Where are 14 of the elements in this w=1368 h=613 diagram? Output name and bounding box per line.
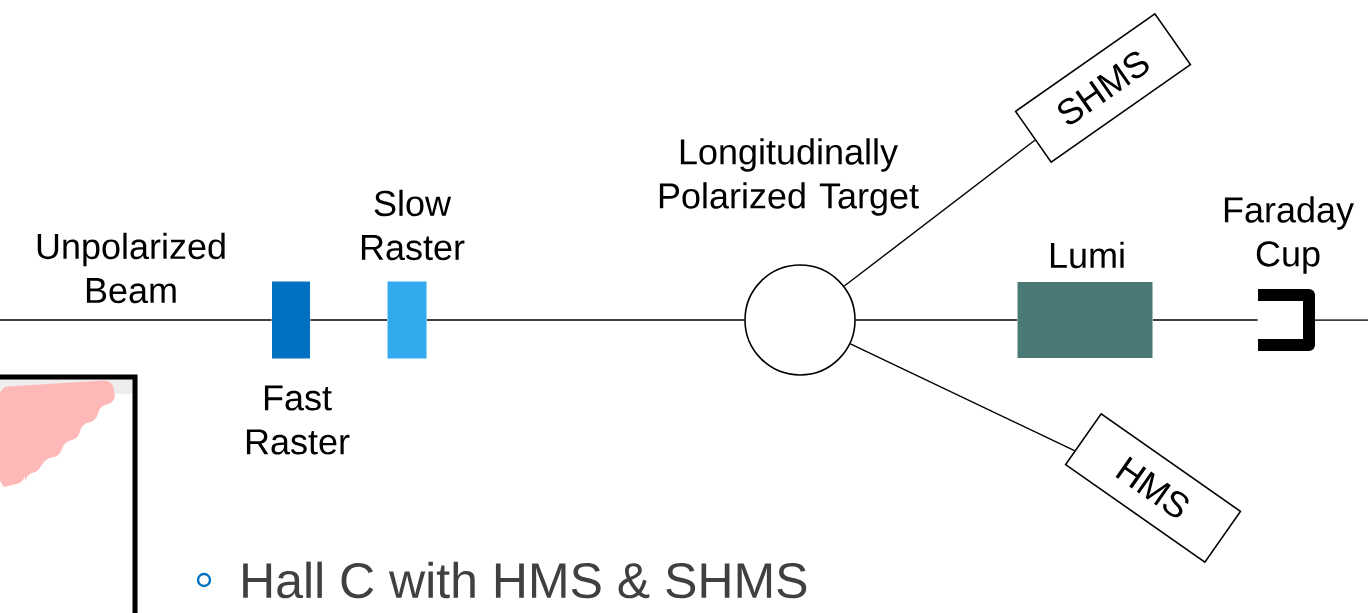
beam-line xyxy=(309,319,388,321)
beam-line xyxy=(849,343,1076,452)
beam-line xyxy=(1152,319,1259,321)
bullet-text: Hall C with HMS & SHMS xyxy=(243,561,807,599)
beam-line xyxy=(0,319,273,321)
beam-line xyxy=(426,319,745,321)
component-label: Fast Raster xyxy=(246,385,350,455)
component-label: Slow Raster xyxy=(361,189,465,261)
component-label: Longitudinally Polarized Target xyxy=(659,138,919,216)
cup-label: Faraday Cup xyxy=(1224,196,1354,274)
detector-label: Lumi xyxy=(1050,241,1124,269)
beam-line xyxy=(843,139,1036,287)
beam-label: Unpolarized Beam xyxy=(37,232,225,304)
beam-line xyxy=(855,319,1018,321)
